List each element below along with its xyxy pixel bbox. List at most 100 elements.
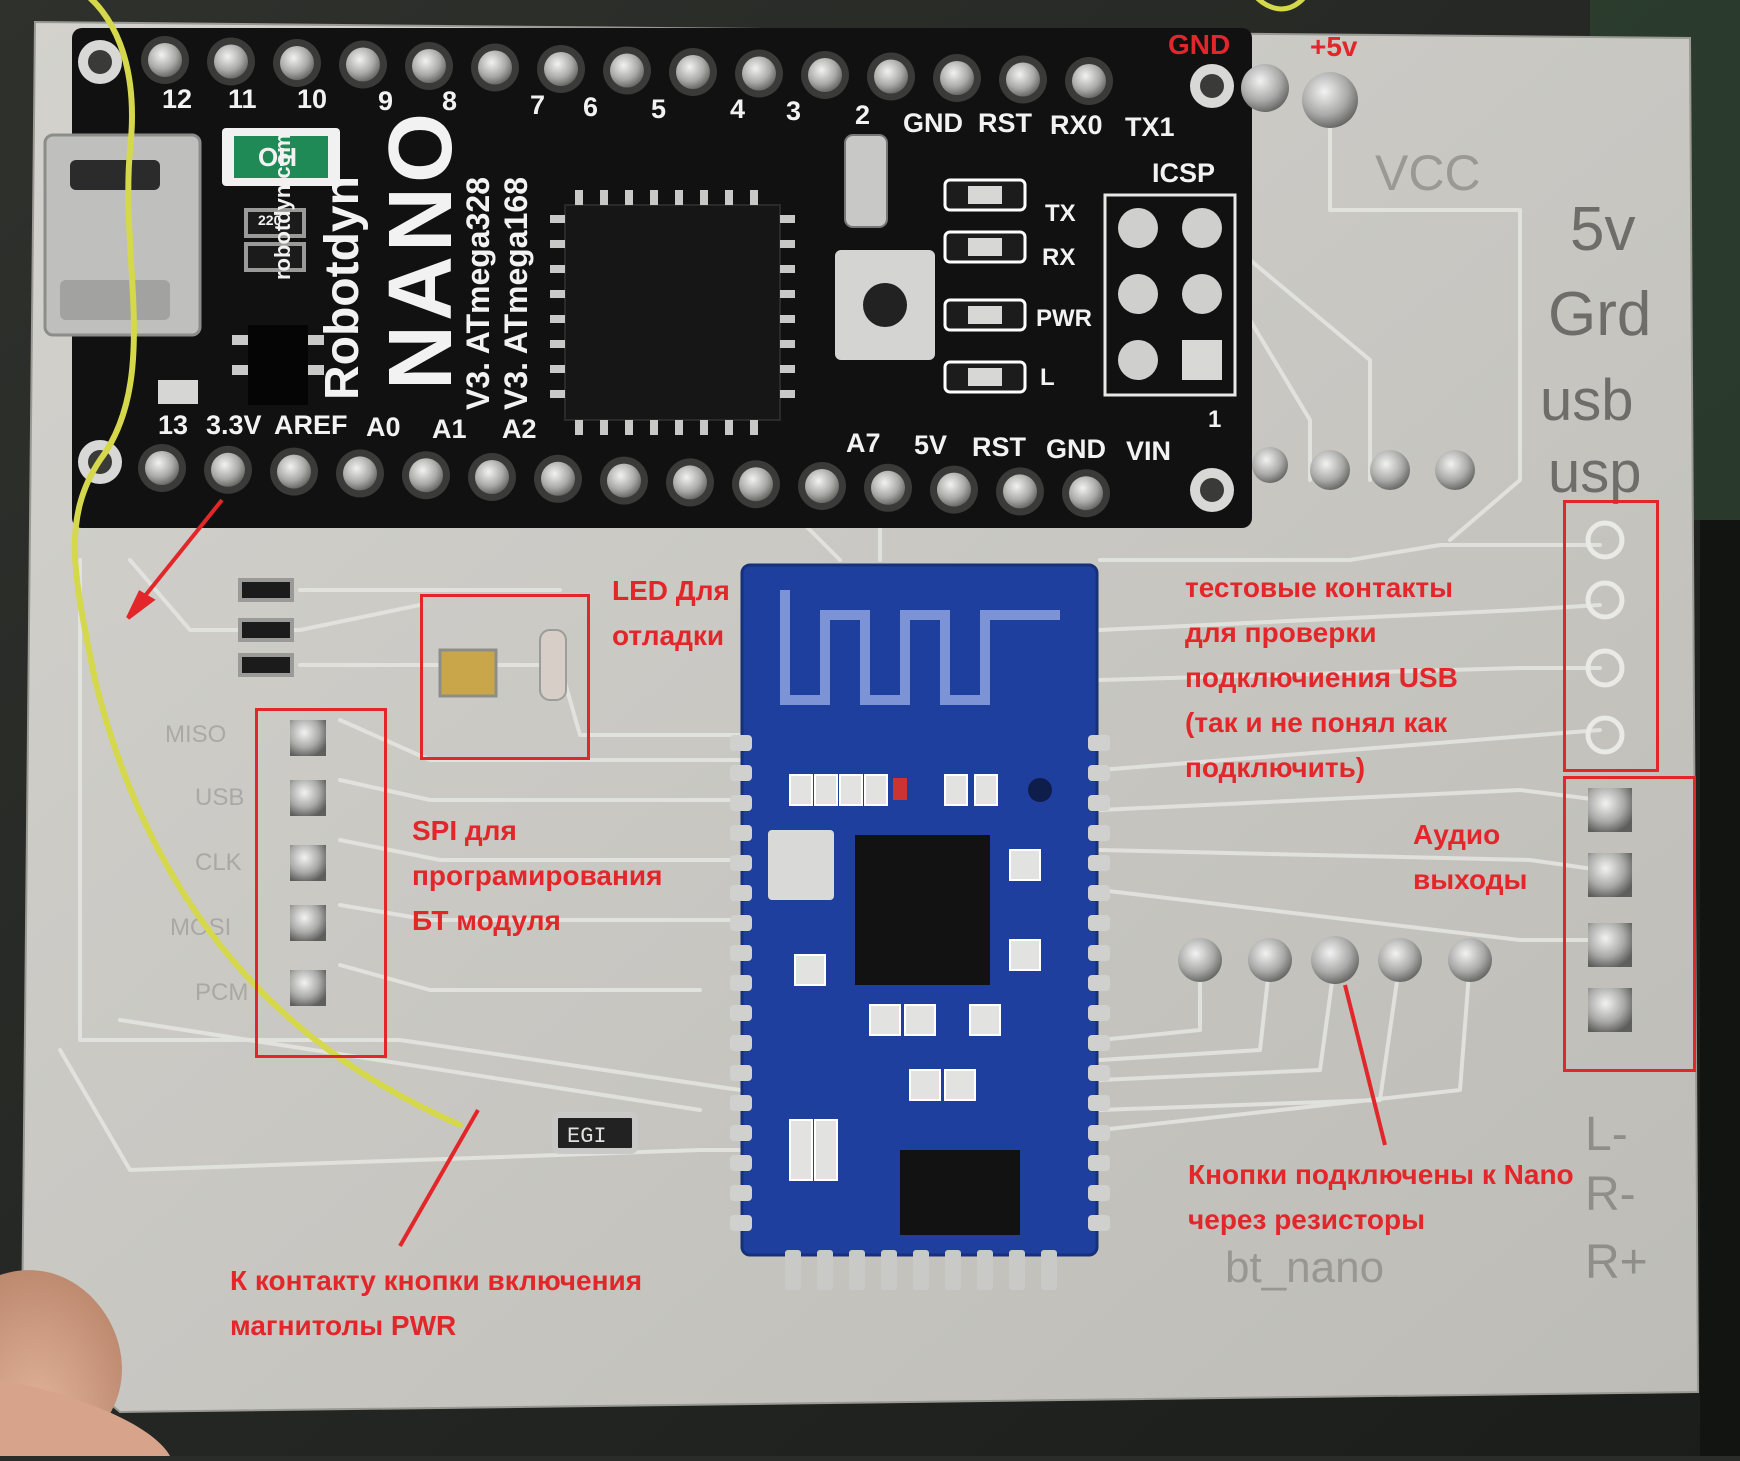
status-leds bbox=[943, 178, 1027, 394]
chip-pin bbox=[550, 315, 565, 323]
resistor-egi-marking: EGI bbox=[567, 1124, 607, 1149]
pin-label-rst-bottom: RST bbox=[972, 432, 1026, 462]
arduino-brand: Robotdyn bbox=[316, 176, 369, 400]
resistor bbox=[244, 242, 306, 272]
led-debug-box bbox=[420, 594, 590, 760]
bt-passives bbox=[789, 774, 1041, 1181]
chip-pin bbox=[750, 190, 758, 205]
resistor-marking: 220 bbox=[258, 212, 282, 228]
chip-pin bbox=[700, 190, 708, 205]
pcb-side-label-usp: usp bbox=[1548, 440, 1642, 505]
pin-label-11: 11 bbox=[228, 84, 257, 114]
fuse-marking: OH bbox=[258, 142, 297, 172]
test-contact-pad bbox=[1585, 520, 1625, 560]
pin-label-8: 8 bbox=[442, 86, 458, 116]
bt-pad bbox=[785, 1250, 801, 1290]
arduino-model: NANO bbox=[371, 109, 471, 390]
plus5v-solder-pad bbox=[1302, 72, 1358, 128]
bt-pad bbox=[1088, 1155, 1110, 1171]
test-contact-pad bbox=[1585, 715, 1625, 755]
spi-annotation: SPI для програмирования БТ модуля bbox=[412, 815, 663, 936]
chip-pin bbox=[675, 420, 683, 435]
chip-pin bbox=[550, 365, 565, 373]
bt-pad bbox=[1088, 975, 1110, 991]
pcb-signature: bt_nano bbox=[1225, 1243, 1384, 1292]
pin-label-a0: A0 bbox=[366, 412, 401, 442]
chip-pin bbox=[550, 390, 565, 398]
pcb-bottom-label-rminus: R- bbox=[1585, 1168, 1636, 1221]
chip-pin bbox=[780, 215, 795, 223]
bt-pad bbox=[1088, 1215, 1110, 1231]
icsp-header bbox=[1103, 193, 1237, 397]
bt-pad bbox=[1088, 885, 1110, 901]
audio-output-pad bbox=[1588, 923, 1632, 967]
bt-pad bbox=[1088, 765, 1110, 781]
bt-pad bbox=[849, 1250, 865, 1290]
bt-pad bbox=[730, 945, 752, 961]
bt-pad bbox=[1088, 825, 1110, 841]
bt-pad bbox=[1088, 1185, 1110, 1201]
pin-label-5v: 5V bbox=[914, 430, 948, 460]
bt-pad bbox=[730, 1185, 752, 1201]
bt-pad bbox=[730, 1215, 752, 1231]
chip-pin bbox=[780, 240, 795, 248]
pcb-side-label-5v: 5v bbox=[1570, 195, 1635, 264]
bt-pad bbox=[881, 1250, 897, 1290]
spi-label-pcm: PCM bbox=[195, 979, 248, 1006]
gnd-solder-pad bbox=[1241, 64, 1289, 112]
icsp-pin1-label: 1 bbox=[1208, 406, 1222, 433]
bt-pad bbox=[1088, 855, 1110, 871]
pin-label-gnd: GND bbox=[903, 108, 963, 138]
chip-pin bbox=[780, 340, 795, 348]
test-contacts-annotation: тестовые контакты для проверки подключие… bbox=[1185, 572, 1458, 783]
led-label-tx: TX bbox=[1045, 200, 1076, 227]
arduino-site: robotdyn.com bbox=[270, 133, 295, 280]
crystal bbox=[844, 134, 888, 228]
pin-label-rst: RST bbox=[978, 108, 1032, 138]
bt-pad bbox=[1088, 945, 1110, 961]
arduino-mcu-328: V3. ATmega328 bbox=[460, 177, 496, 410]
chip-pin bbox=[725, 190, 733, 205]
bluetooth-module bbox=[730, 563, 1110, 1290]
chip-pin bbox=[625, 190, 633, 205]
bt-pad bbox=[730, 825, 752, 841]
voltage-regulator bbox=[248, 325, 308, 405]
icsp-pins bbox=[1118, 208, 1222, 380]
bt-pad bbox=[1088, 1005, 1110, 1021]
bt-pad bbox=[1088, 795, 1110, 811]
bt-crystal bbox=[768, 830, 834, 900]
button-solder-pads bbox=[1178, 936, 1492, 984]
chip-pin bbox=[780, 365, 795, 373]
yellow-wire-top bbox=[1255, 0, 1306, 12]
bt-flash-chip bbox=[900, 1150, 1020, 1235]
bt-pad bbox=[730, 735, 752, 751]
spi-box bbox=[255, 708, 387, 1058]
chip-pin bbox=[575, 420, 583, 435]
bt-pad bbox=[730, 1125, 752, 1141]
chip-pin bbox=[650, 420, 658, 435]
bt-pad bbox=[1041, 1250, 1057, 1290]
chip-pin bbox=[650, 190, 658, 205]
audio-output-pad bbox=[1588, 988, 1632, 1032]
spi-label-miso: MISO bbox=[165, 721, 226, 748]
pin-label-5: 5 bbox=[651, 94, 667, 124]
bt-pad bbox=[1088, 1035, 1110, 1051]
pcb-side-label-usb: usb bbox=[1540, 368, 1634, 433]
pcb-side-label-grd: Grd bbox=[1548, 280, 1651, 349]
pin-label-13: 13 bbox=[158, 410, 189, 440]
bt-pad bbox=[730, 1005, 752, 1021]
test-contacts-box bbox=[1563, 500, 1659, 772]
bt-pad bbox=[977, 1250, 993, 1290]
bt-pad bbox=[730, 1035, 752, 1051]
pin-label-3: 3 bbox=[786, 96, 802, 126]
spi-label-clk: CLK bbox=[195, 849, 242, 876]
bt-pad bbox=[730, 1095, 752, 1111]
pin-label-rx0: RX0 bbox=[1050, 110, 1103, 140]
audio-outputs-box bbox=[1563, 776, 1696, 1072]
pin-label-a7: A7 bbox=[846, 428, 881, 458]
resistor bbox=[244, 208, 306, 238]
bt-pad bbox=[945, 1250, 961, 1290]
bt-pad bbox=[730, 915, 752, 931]
chip-pin bbox=[550, 215, 565, 223]
pin-label-a2: A2 bbox=[502, 414, 537, 444]
